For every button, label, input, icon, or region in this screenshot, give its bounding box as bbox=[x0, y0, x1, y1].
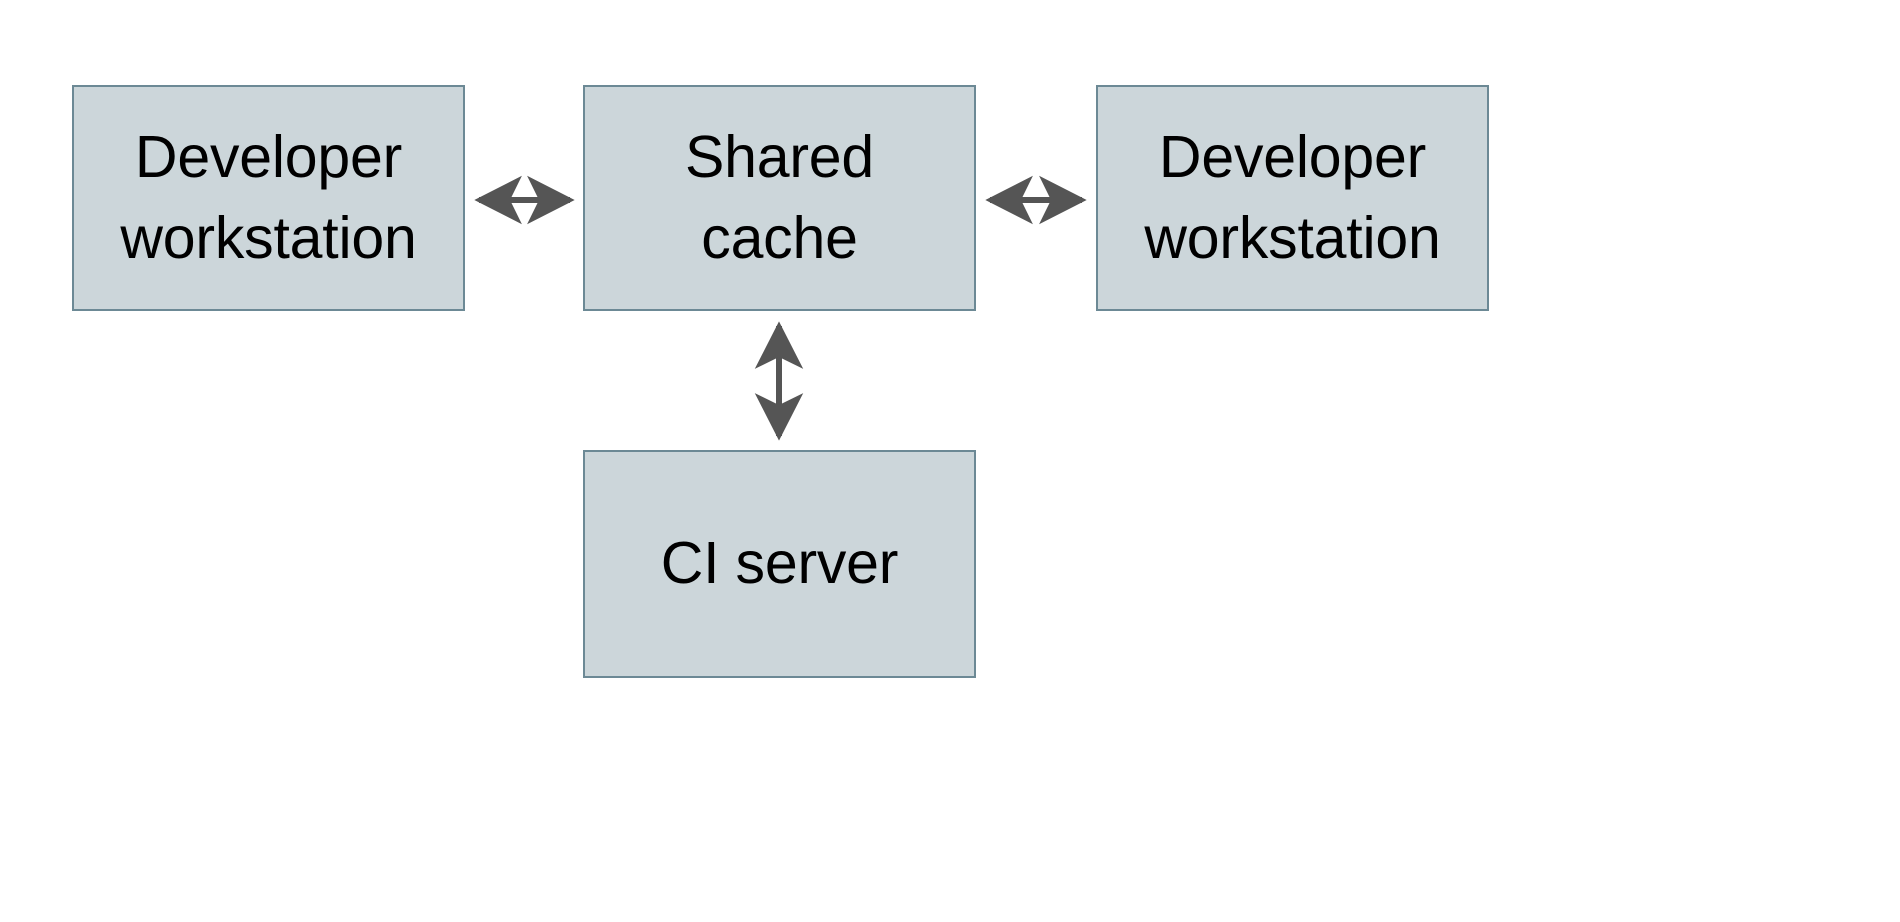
node-ci-server[interactable]: CI server bbox=[583, 450, 976, 678]
node-label: CI server bbox=[660, 530, 899, 597]
node-label: Developer workstation bbox=[120, 123, 417, 271]
node-developer-workstation-left[interactable]: Developer workstation bbox=[72, 85, 465, 311]
node-developer-workstation-right[interactable]: Developer workstation bbox=[1096, 85, 1489, 311]
node-label: Shared cache bbox=[684, 123, 875, 271]
node-shared-cache[interactable]: Shared cache bbox=[583, 85, 976, 311]
node-label: Developer workstation bbox=[1144, 123, 1441, 271]
